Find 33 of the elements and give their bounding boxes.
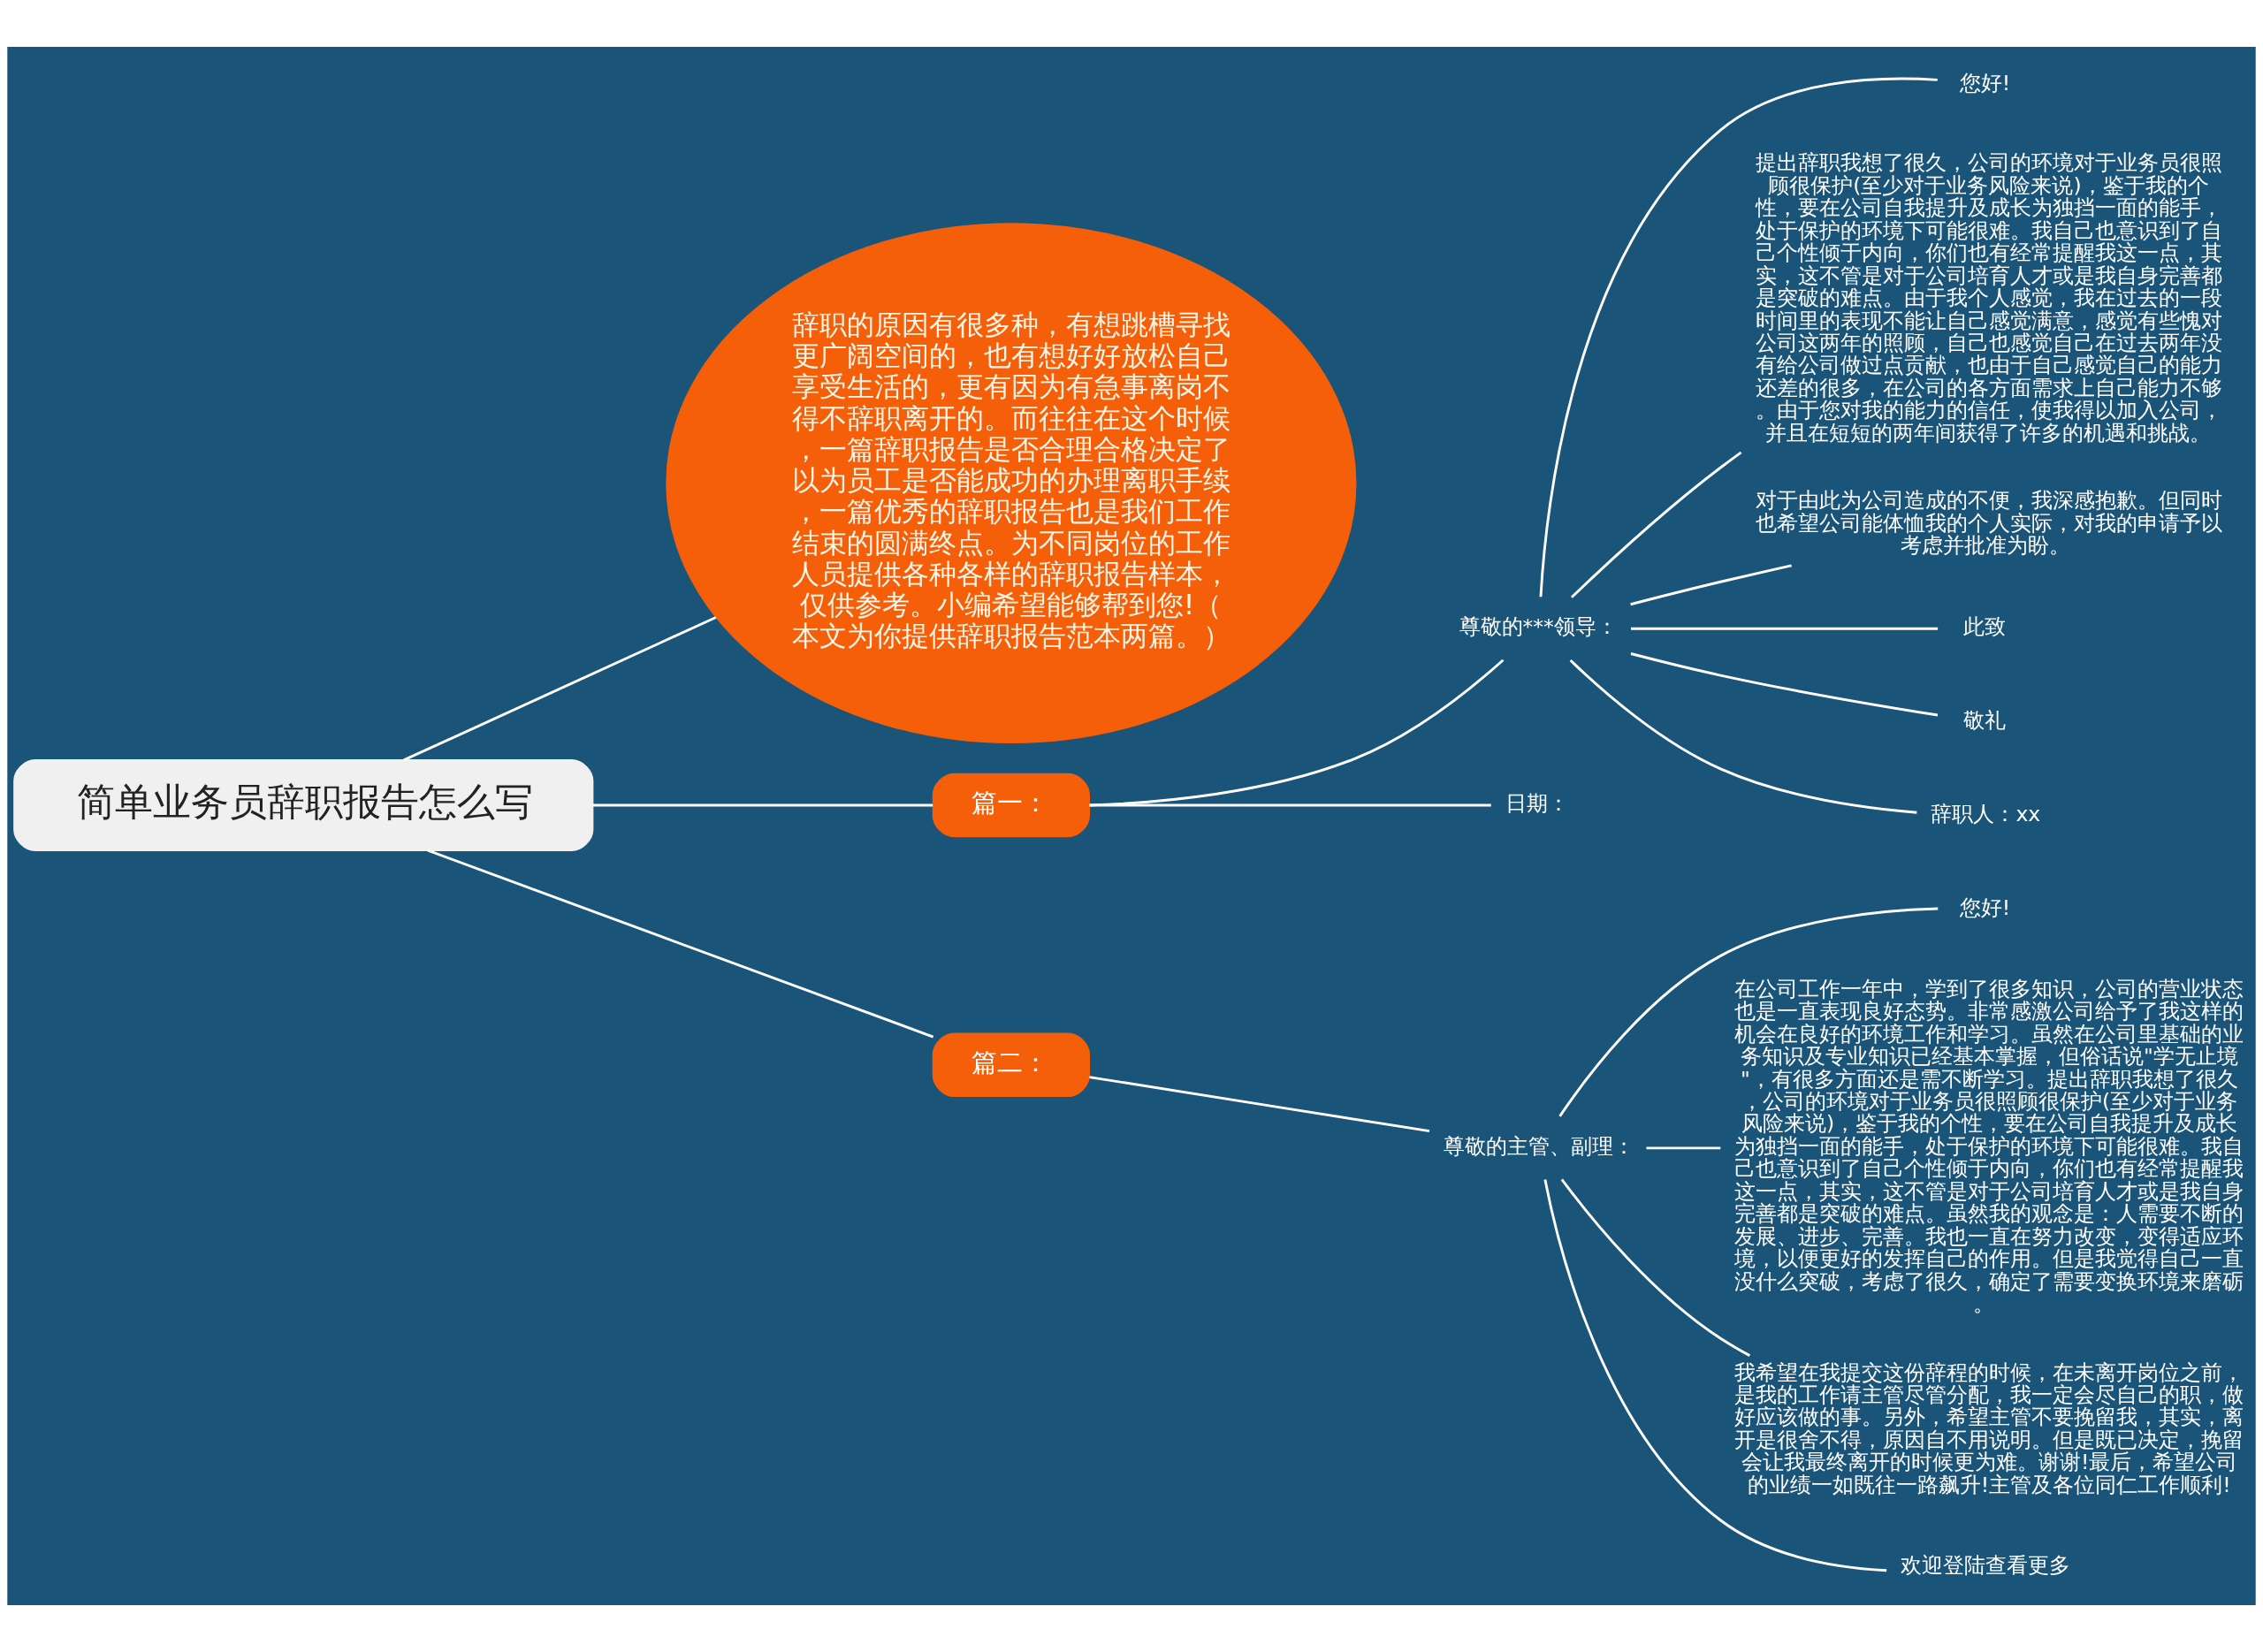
connector — [1631, 627, 1939, 630]
node-box: 篇一： — [932, 773, 1090, 838]
node-box: 简单业务员辞职报告怎么写 — [13, 759, 594, 851]
connector — [1089, 1076, 1430, 1133]
node-text: 对于由此为公司造成的不便，我深感抱歉。但同时也希望公司能体恤我的个人实际，对我的申请予以考虑并批准为盼。 — [1755, 488, 2222, 559]
node-text: 您好! — [1959, 895, 2011, 920]
node-text: 欢迎登陆查看更多 — [1901, 1552, 2071, 1578]
node-box: 篇二： — [932, 1032, 1090, 1098]
connector — [1089, 659, 1505, 807]
node-text: 在公司工作一年中，学到了很多知识，公司的营业状态也是一直表现良好态势。非常感激公司给予了我这样的机会在良好的环境工作和学习。虽然在公司里基础的业务知识及专业知识已经基本掌握，但俗话说"学无止境"，有很多方面还是需不断学习。提出辞职我想了很久，公司的环境对于业务员很照顾很保护(至少对于业务风险来说)，鉴于我的个性，要在公司自我提升及成长为独挡一面的能手，处于保护的环境下可能很难。我自己也意识到了自己个性倾于内向，你们也有经常提醒我这一点，其实，这不管是对于公司培育人才或是我自身完善都是突破的难点。虽然我的观念是：人需要不断的发展、进步、完善。我也一直在努力改变，变得适应环境，以便更好的发挥自己的作用。但是我觉得自己一直没什么突破，考虑了很久，确定了需要变换环境来磨砺。 — [1734, 976, 2244, 1317]
node-text: 您好! — [1959, 71, 2011, 96]
connector — [1646, 1146, 1721, 1150]
node-text: 此致 — [1962, 614, 2006, 640]
connector — [1539, 77, 1938, 598]
connector — [1089, 803, 1491, 807]
node-text: 提出辞职我想了很久，公司的环境对于业务员很照顾很保护(至少对于业务风险来说)，鉴于我的个性，要在公司自我提升及成长为独挡一面的能手，处于保护的环境下可能很难。我自己也意识到了自己个性倾于内向，你们也有经常提醒我这一点，其实，这不管是对于公司培育人才或是我自身完善都是突破的难点。由于我个人感觉，我在过去的一段时间里的表现不能让自己感觉满意，感觉有些愧对公司这两年的照顾，自己也感觉自己在过去两年没有给公司做过点贡献，也由于自己感觉自己的能力还差的很多，在公司的各方面需求上自己能力不够。由于您对我的能力的信任，使我得以加入公司，并且在短短的两年间获得了许多的机遇和挑战。 — [1755, 150, 2222, 445]
connector — [592, 803, 933, 807]
connector — [1570, 451, 1742, 598]
node-text: 尊敬的主管、副理： — [1443, 1133, 1634, 1159]
connector — [1569, 659, 1917, 814]
node-text: 我希望在我提交这份辞程的时候，在未离开岗位之前，是我的工作请主管尽管分配，我一定会尽自己的职，做好应该做的事。另外，希望主管不要挽留我，其实，离开是很舍不得，原因自不用说明。但是既已决定，挽留会让我最终离开的时候更为难。谢谢!最后，希望公司的业绩一如既往一路飙升!主管及各位同仁工作顺利! — [1734, 1359, 2244, 1497]
node-text: 尊敬的***领导： — [1459, 614, 1618, 640]
node-ellipse: 辞职的原因有很多种，有想跳槽寻找更广阔空间的，也有想好好放松自己享受生活的，更有因为有急事离岗不得不辞职离开的。而往往在这个时候，一篇辞职报告是否合理合格决定了以为员工是否能成功的办理离职手续，一篇优秀的辞职报告也是我们工作结束的圆满终点。为不同岗位的工作人员提供各种各样的辞职报告样本，仅供参考。小编希望能够帮到您!（本文为你提供辞职报告范本两篇。） — [666, 223, 1357, 744]
connector — [427, 849, 934, 1039]
node-text: 敬礼 — [1962, 708, 2006, 734]
node-text: 辞职人：xx — [1931, 801, 2041, 826]
connector — [1543, 1179, 1887, 1572]
connector — [1560, 1178, 1751, 1357]
connector — [1630, 564, 1792, 606]
connector — [1630, 652, 1939, 717]
connector — [403, 616, 717, 762]
node-text: 日期： — [1505, 791, 1570, 817]
connector — [1558, 907, 1939, 1117]
